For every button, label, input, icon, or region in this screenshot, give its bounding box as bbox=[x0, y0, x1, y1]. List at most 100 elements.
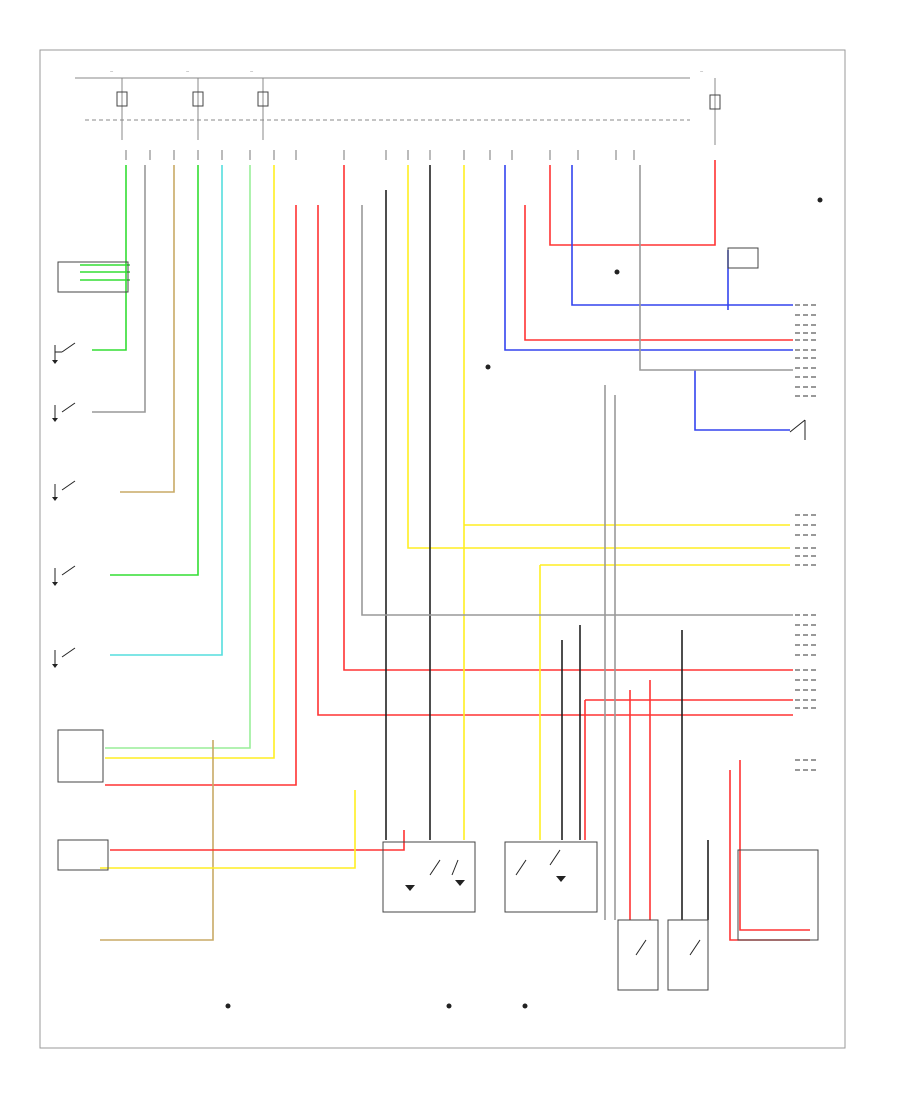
fuse-label-4: — bbox=[700, 69, 704, 73]
connector-pin bbox=[803, 699, 808, 701]
connector-pin bbox=[811, 644, 816, 646]
connector-row-top bbox=[125, 150, 635, 160]
connector-pin bbox=[811, 759, 816, 761]
wire-green-1 bbox=[92, 165, 127, 351]
connector-pin bbox=[795, 376, 800, 378]
connector-pin bbox=[803, 555, 808, 557]
wire-gray-2 bbox=[361, 205, 793, 616]
connector-pin bbox=[803, 534, 808, 536]
left-switch-5 bbox=[52, 647, 76, 668]
connector-pin bbox=[803, 324, 808, 326]
connector-pin bbox=[795, 555, 800, 557]
connector-pin bbox=[811, 654, 816, 656]
connector-pin bbox=[811, 547, 816, 549]
wire-red-5 bbox=[549, 160, 716, 246]
connector-pin bbox=[795, 339, 800, 341]
connector-pin bbox=[811, 689, 816, 691]
left-switch-2 bbox=[52, 402, 76, 422]
connector-pin bbox=[811, 634, 816, 636]
wire-yellow-2 bbox=[407, 165, 790, 549]
connector-pin bbox=[795, 654, 800, 656]
connector-pin bbox=[811, 669, 816, 671]
wire-yellow-1 bbox=[105, 165, 275, 759]
connector-pin bbox=[795, 304, 800, 306]
diagram-frame bbox=[39, 49, 846, 1049]
wire-blue-4 bbox=[694, 370, 790, 431]
connector-pin bbox=[803, 339, 808, 341]
connector-pin bbox=[803, 395, 808, 397]
connector-pin bbox=[803, 547, 808, 549]
left-connector-mid bbox=[57, 729, 104, 783]
connector-pin bbox=[803, 634, 808, 636]
connector-pin bbox=[795, 386, 800, 388]
wire-gray-5 bbox=[639, 165, 793, 371]
connector-pin bbox=[795, 514, 800, 516]
right-module-1 bbox=[727, 247, 759, 269]
connector-pin bbox=[811, 564, 816, 566]
right-module-2 bbox=[789, 419, 806, 440]
connector-pin bbox=[795, 679, 800, 681]
connector-pin bbox=[803, 614, 808, 616]
connector-pin bbox=[803, 367, 808, 369]
fuse-label-2: — bbox=[186, 69, 190, 73]
connector-pin bbox=[803, 624, 808, 626]
connector-pin bbox=[795, 547, 800, 549]
wire-gray-1 bbox=[92, 165, 146, 413]
wire-blue-1 bbox=[504, 165, 793, 351]
connector-pin bbox=[803, 386, 808, 388]
connector-pin bbox=[795, 624, 800, 626]
connector-pin bbox=[795, 314, 800, 316]
connector-pin bbox=[803, 564, 808, 566]
connector-pin bbox=[795, 707, 800, 709]
connector-pin bbox=[803, 357, 808, 359]
fuse-block-right: — bbox=[700, 69, 721, 145]
connector-pin bbox=[811, 707, 816, 709]
connector-pin bbox=[803, 769, 808, 771]
connector-pin bbox=[811, 699, 816, 701]
connector-pin bbox=[803, 332, 808, 334]
connector-pin bbox=[803, 524, 808, 526]
fuse-block-2: — bbox=[186, 69, 204, 140]
relay-box-2 bbox=[504, 841, 598, 913]
connector-pin bbox=[811, 624, 816, 626]
connector-pin bbox=[803, 376, 808, 378]
connector-pin bbox=[811, 395, 816, 397]
wire-blue-2 bbox=[571, 165, 793, 306]
connector-pin bbox=[803, 707, 808, 709]
connector-pin bbox=[803, 669, 808, 671]
left-switch-3 bbox=[52, 480, 76, 501]
connector-pin bbox=[795, 332, 800, 334]
left-switch-4 bbox=[52, 565, 76, 586]
wire-lgreen-1 bbox=[105, 165, 251, 749]
connector-pin bbox=[803, 689, 808, 691]
wire-tan-1 bbox=[120, 165, 175, 493]
connector-pin bbox=[811, 332, 816, 334]
connector-pin bbox=[803, 679, 808, 681]
bottom-switch-2 bbox=[667, 919, 709, 991]
fuse-label-3: — bbox=[250, 69, 254, 73]
fuse-block-1: — bbox=[110, 69, 128, 140]
wire-red-4 bbox=[524, 205, 793, 341]
connector-pin bbox=[811, 349, 816, 351]
connector-pin bbox=[811, 555, 816, 557]
right-module-3 bbox=[737, 849, 819, 941]
wire-red-2 bbox=[317, 205, 793, 716]
connector-pin bbox=[811, 386, 816, 388]
connector-pin bbox=[803, 304, 808, 306]
ground-symbols bbox=[225, 197, 823, 1009]
bottom-switch-1 bbox=[617, 919, 659, 991]
connector-pin bbox=[795, 759, 800, 761]
wire-red-11 bbox=[729, 770, 810, 941]
fuse-label-1: — bbox=[110, 69, 114, 73]
connector-pin bbox=[811, 304, 816, 306]
connector-pin bbox=[811, 324, 816, 326]
wire-green-5 bbox=[110, 165, 199, 576]
connector-pin bbox=[811, 314, 816, 316]
connector-pin bbox=[811, 534, 816, 536]
connector-pin bbox=[795, 699, 800, 701]
left-connector-top bbox=[57, 261, 129, 293]
connector-pin bbox=[795, 349, 800, 351]
connector-pin bbox=[795, 644, 800, 646]
